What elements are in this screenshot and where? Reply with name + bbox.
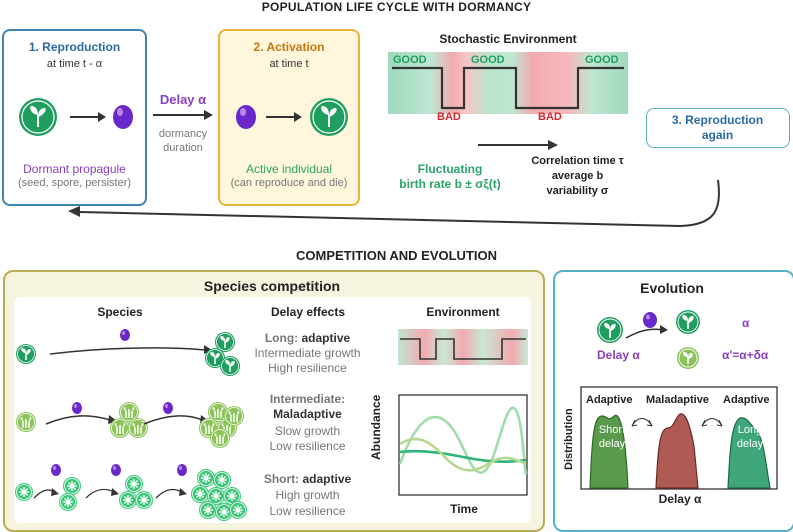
evolution-mutation-illustration: [597, 310, 700, 369]
abundance-axis-label: Abundance: [369, 394, 383, 460]
row-long-line2: High resilience: [268, 361, 347, 375]
adaptive-label-right: Adaptive: [723, 394, 770, 406]
active-individual-label: Active individual: [245, 162, 333, 176]
evolution-title: Evolution: [640, 280, 704, 296]
delay-axis-label: Delay α: [658, 492, 702, 506]
alpha-new-label: α'=α+δα: [722, 348, 769, 362]
delay-label: Delay α: [159, 92, 207, 107]
row-intermediate-header: Intermediate:: [269, 392, 346, 406]
time-axis-label: Time: [450, 502, 478, 516]
delay-effects-header: Delay effects: [270, 305, 346, 319]
activation-box: 2. Activation at time t Active individua…: [218, 29, 360, 206]
short-delay-label-2: delay: [598, 438, 626, 450]
species-column-header: Species: [97, 305, 143, 319]
competition-environment-signal: [398, 329, 528, 365]
dormant-propagule-label: Dormant propagule: [23, 162, 126, 176]
reproduction-again-title1: 3. Reproduction: [671, 113, 764, 127]
average-label: average b: [551, 170, 604, 182]
long-delay-label-2: delay: [736, 438, 764, 450]
page-title: POPULATION LIFE CYCLE WITH DORMANCY: [261, 0, 532, 14]
dormant-propagule-examples: (seed, spore, persister): [17, 177, 132, 189]
row-intermediate-line1: Slow growth: [274, 424, 341, 438]
environment-signal-chart: [388, 52, 628, 114]
activation-subtitle: at time t: [269, 58, 309, 70]
row-intermediate-line2: Low resilience: [269, 439, 346, 453]
delay-sub1: dormancy: [158, 128, 208, 140]
alpha-label: α: [742, 316, 750, 330]
bad-label-2: BAD: [538, 111, 562, 123]
correlation-time-label: Correlation time τ: [531, 155, 624, 167]
environment-title: Stochastic Environment: [439, 32, 577, 46]
reproduction-again-title2: again: [701, 128, 734, 142]
competition-title: Species competition: [203, 278, 341, 294]
reproduction-box: 1. Reproduction at time t - α Dormant pr…: [2, 29, 147, 206]
reproduction-subtitle: at time t - α: [46, 58, 103, 70]
delay-arrow-icon: [153, 110, 213, 120]
maladaptive-label: Maladaptive: [646, 394, 709, 406]
seed-to-sprout-icon: [236, 98, 348, 136]
delay-sub2: duration: [163, 142, 203, 154]
correlation-arrow-icon: [478, 140, 558, 150]
fluctuating-label: Fluctuating: [417, 162, 483, 176]
variability-label: variability σ: [546, 185, 609, 197]
bad-label-1: BAD: [437, 111, 461, 123]
distribution-chart: [580, 386, 778, 490]
long-delay-label-1: Long: [737, 424, 763, 436]
cycle-return-arrow-icon: [68, 179, 720, 228]
row-short-line2: Low resilience: [269, 504, 346, 518]
environment-column-header: Environment: [426, 305, 500, 319]
distribution-axis-label: Distribution: [563, 408, 575, 470]
good-label-1: GOOD: [393, 54, 427, 66]
section-title: COMPETITION AND EVOLUTION: [295, 248, 498, 263]
row-short-header: Short: adaptive: [263, 472, 352, 486]
species-growth-illustration: [14, 329, 248, 522]
sprout-to-seed-icon: [19, 98, 133, 136]
good-label-3: GOOD: [585, 54, 619, 66]
row-long-header: Long: adaptive: [264, 331, 351, 345]
abundance-chart: [398, 394, 528, 496]
row-intermediate-sub: Maladaptive: [273, 407, 342, 421]
birth-rate-label: birth rate b ± σξ(t): [399, 177, 501, 191]
row-long-line1: Intermediate growth: [254, 346, 361, 360]
good-label-2: GOOD: [471, 54, 505, 66]
adaptive-label-left: Adaptive: [586, 394, 633, 406]
reproduction-title: 1. Reproduction: [28, 40, 121, 54]
active-individual-desc: (can reproduce and die): [230, 177, 348, 189]
activation-title: 2. Activation: [253, 40, 325, 54]
reproduction-again-box: 3. Reproduction again: [646, 108, 790, 148]
evolution-delay-label: Delay α: [597, 348, 640, 362]
row-short-line1: High growth: [275, 488, 340, 502]
short-delay-label-1: Short: [598, 424, 626, 436]
